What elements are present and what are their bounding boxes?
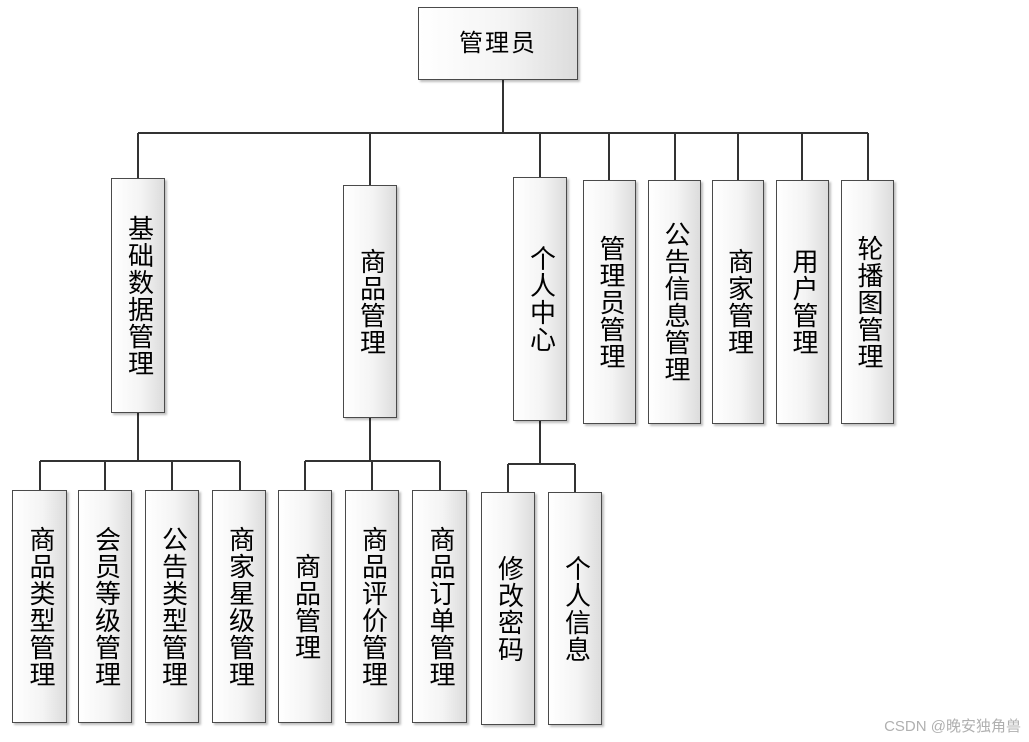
submodule-node-0-1: 会员等级管理 <box>78 490 132 723</box>
submodule-label: 修改密码 <box>493 554 524 663</box>
submodule-label: 个人信息 <box>560 554 591 663</box>
submodule-node-0-0: 商品类型管理 <box>12 490 67 723</box>
module-label: 公告信息管理 <box>660 221 690 383</box>
module-label: 管理员管理 <box>595 234 625 370</box>
submodule-node-0-3: 商家星级管理 <box>212 490 266 723</box>
module-label: 个人中心 <box>525 245 556 353</box>
submodule-label: 公告类型管理 <box>157 525 188 688</box>
submodule-label: 商家星级管理 <box>224 525 255 688</box>
module-node-6: 用户管理 <box>776 180 829 424</box>
module-node-0: 基础数据管理 <box>111 178 165 413</box>
module-label: 用户管理 <box>788 248 818 356</box>
module-node-1: 商品管理 <box>343 185 397 418</box>
module-node-4: 公告信息管理 <box>648 180 701 424</box>
module-label: 基础数据管理 <box>123 214 154 377</box>
root-node: 管理员 <box>418 7 578 80</box>
submodule-node-1-2: 商品订单管理 <box>412 490 467 723</box>
submodule-label: 商品类型管理 <box>25 525 55 688</box>
root-label: 管理员 <box>459 29 537 57</box>
module-node-2: 个人中心 <box>513 177 567 421</box>
module-label: 商家管理 <box>723 248 754 356</box>
module-node-7: 轮播图管理 <box>841 180 894 424</box>
module-node-5: 商家管理 <box>712 180 764 424</box>
submodule-label: 商品订单管理 <box>425 525 455 688</box>
submodule-label: 商品评价管理 <box>357 525 388 688</box>
submodule-node-0-2: 公告类型管理 <box>145 490 199 723</box>
submodule-node-2-0: 修改密码 <box>481 492 535 725</box>
watermark-text: CSDN @晚安独角兽 <box>884 718 1021 735</box>
submodule-node-2-1: 个人信息 <box>548 492 602 725</box>
module-label: 轮播图管理 <box>853 234 883 370</box>
submodule-node-1-1: 商品评价管理 <box>345 490 399 723</box>
submodule-label: 商品管理 <box>290 552 321 661</box>
submodule-label: 会员等级管理 <box>90 525 121 688</box>
submodule-node-1-0: 商品管理 <box>278 490 332 723</box>
module-node-3: 管理员管理 <box>583 180 636 424</box>
module-label: 商品管理 <box>355 247 386 356</box>
